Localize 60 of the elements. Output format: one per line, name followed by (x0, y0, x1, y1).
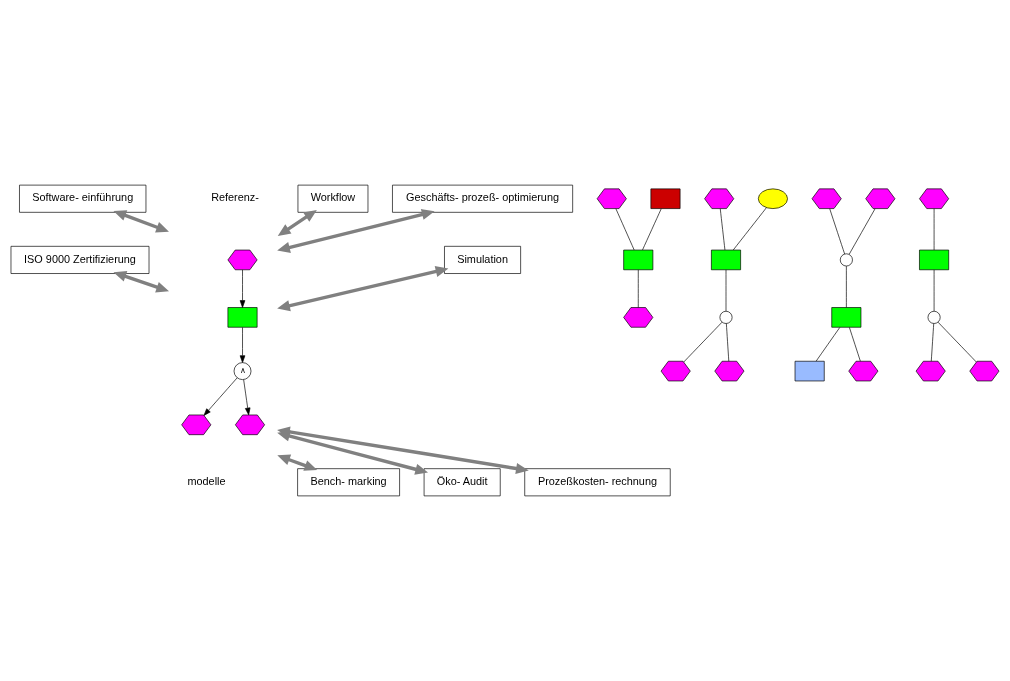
node-hexagon (181, 414, 212, 435)
node-hexagon (596, 188, 627, 209)
node-circle (719, 310, 733, 324)
node-hexagon (865, 188, 896, 209)
connector (846, 265, 847, 308)
node-hexagon (227, 249, 258, 271)
node-box (919, 249, 950, 271)
node-hexagon (235, 414, 265, 435)
node-hexagon (714, 360, 745, 382)
connector (937, 321, 977, 363)
node-box (794, 360, 825, 382)
node-box: ISO 9000 Zertifizierung (10, 246, 150, 274)
arrow (113, 210, 169, 233)
node-hexagon (915, 360, 946, 382)
node-box: Geschäfts- prozeß- optimierung (392, 184, 573, 213)
connector (719, 208, 726, 251)
node-hexagon (848, 360, 879, 382)
connector (933, 269, 935, 312)
node-box (650, 188, 681, 209)
node-hexagon (660, 360, 691, 382)
connector (726, 323, 730, 362)
node-box: Workflow (297, 184, 369, 213)
connector (930, 323, 935, 362)
node-box (711, 249, 741, 271)
node-hexagon (811, 188, 842, 209)
node-hexagon (704, 188, 735, 209)
node-ellipse (757, 188, 788, 209)
node-hexagon (623, 307, 654, 328)
arrow (239, 327, 246, 363)
node-box (831, 307, 862, 328)
connector (815, 327, 841, 362)
connector (642, 208, 662, 251)
arrow (277, 209, 435, 253)
arrow (277, 266, 449, 312)
arrow (113, 271, 169, 293)
connector (933, 208, 935, 251)
connector (637, 269, 639, 308)
arrow (203, 377, 238, 416)
connector (725, 269, 727, 312)
connector (683, 321, 723, 363)
connector (848, 208, 876, 255)
arrow (277, 454, 318, 471)
node-box: Öko- Audit (423, 468, 501, 497)
node-box: Software- einführung (19, 184, 147, 213)
node-hexagon (919, 188, 950, 209)
connector (829, 208, 845, 255)
node-box: Simulation (444, 246, 521, 274)
arrow (277, 210, 317, 236)
node-box: Prozeßkosten- rechnung (524, 468, 671, 497)
node-circle (927, 310, 941, 324)
arrow (243, 379, 251, 416)
connector (732, 207, 767, 251)
node-box (227, 307, 258, 328)
node-box (623, 249, 654, 271)
arrow (239, 269, 246, 308)
node-box: Bench- marking (297, 468, 400, 497)
connector (849, 327, 861, 362)
node-hexagon (969, 360, 1000, 382)
node-circle (839, 253, 853, 267)
connector (615, 208, 635, 251)
